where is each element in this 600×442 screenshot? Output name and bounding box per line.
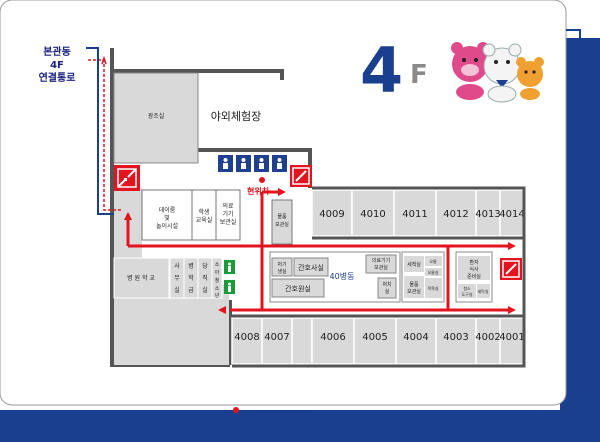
room-cleaning-label-2: 도구실	[461, 291, 472, 297]
room-play-label-3: 놀이시설	[156, 222, 178, 230]
connection-label-line2: 4F	[50, 60, 64, 71]
room-4002: 4002	[475, 332, 500, 343]
room-byeong-2: 학	[188, 274, 194, 282]
room-nurse-label: 간호사실	[298, 263, 324, 272]
brand-name: 어린이병원	[245, 412, 315, 428]
floor-number: 4	[360, 34, 403, 107]
connection-arrow-blue	[86, 47, 114, 215]
room-lab-label-1: 의료기기	[372, 257, 390, 264]
room-sa-2: 무	[174, 275, 180, 282]
room-4007: 4007	[264, 332, 289, 343]
connection-label-line3: 연결통로	[38, 73, 76, 84]
room-med-label-1: 의료	[222, 202, 234, 210]
ward-label: 40병동	[330, 272, 355, 281]
room-dang-1: 당	[202, 262, 208, 270]
room-treatment-label-2: 실	[385, 288, 390, 295]
room-linen-label-2: 보관실	[275, 221, 289, 228]
room-dining-label-1: 환자	[469, 259, 479, 266]
hospital-school	[113, 257, 170, 299]
brand-logo-icon	[228, 407, 244, 430]
room-linen-label-1: 물품	[277, 214, 287, 220]
room-4014: 4014	[499, 209, 524, 220]
room-light	[113, 72, 199, 164]
room-linen	[271, 199, 293, 245]
room-edu-label-2: 교육실	[196, 216, 213, 224]
room-4011: 4011	[402, 209, 427, 220]
room-edu-label-1: 학생	[198, 208, 209, 216]
room-dang-2: 직	[202, 275, 208, 282]
floor-suffix: F	[410, 60, 428, 90]
room-4006: 4006	[320, 332, 345, 343]
room-lab-label-2: 보관실	[374, 264, 388, 271]
room-med-label-3: 보관실	[220, 218, 237, 226]
room-sink-label-1: 처기	[277, 261, 286, 268]
connection-label: 본관동 4F 연결통로	[26, 46, 88, 85]
room-sosam-1: 소	[215, 262, 220, 268]
room-light-label: 광조실	[148, 112, 165, 120]
route-lines	[126, 190, 512, 312]
room-4013: 4013	[475, 209, 500, 220]
room-4008: 4008	[234, 332, 259, 343]
room-sosam-4: 소	[215, 286, 220, 292]
route-arrowheads	[124, 188, 516, 314]
hospital-school-label: 병 원 학 교	[127, 274, 155, 282]
brand-english: Children's Hospital	[254, 425, 339, 433]
room-sosam-3: 청	[215, 278, 220, 284]
connection-label-line1: 본관동	[43, 47, 71, 58]
room-sa-3: 실	[174, 286, 180, 294]
top-rooms	[311, 189, 525, 237]
current-location-label: 현위치	[247, 186, 269, 196]
room-nurse-staff-label: 간호원실	[285, 284, 311, 293]
room-sosam-5: 년	[215, 292, 220, 299]
bottom-rooms	[231, 317, 525, 365]
mascot-illustration	[451, 42, 544, 103]
room-med	[215, 189, 241, 241]
room-dining-label-3: 준비실	[467, 273, 481, 280]
room-supply-label: 세척실	[407, 261, 421, 268]
room-4003: 4003	[443, 332, 468, 343]
restroom-row	[218, 155, 287, 172]
room-4001: 4001	[499, 332, 524, 343]
room-sosam-2: 아	[215, 269, 220, 276]
room-byeong-3: 급	[188, 287, 194, 294]
room-dang-3: 실	[202, 286, 208, 294]
room-med-label-2: 기기	[222, 210, 233, 218]
room-4009: 4009	[319, 209, 344, 220]
room-dining-label-2: 식사	[469, 266, 479, 273]
room-4005: 4005	[362, 332, 387, 343]
room-bath-label: 목욕실	[427, 285, 438, 291]
room-sink-label-2: 생실	[277, 268, 287, 275]
room-4012: 4012	[443, 209, 468, 220]
room-clean-label: 오물	[429, 258, 437, 264]
room-store2-label-1: 물품	[409, 282, 419, 288]
room-4010: 4010	[360, 209, 385, 220]
room-sa-1: 사	[174, 262, 180, 270]
room-dirty-label: 오물실	[427, 269, 438, 275]
connection-route	[88, 59, 122, 211]
room-play-label-1: 데이룸	[159, 206, 176, 214]
room-treatment-label-1: 처치	[382, 281, 391, 288]
room-store2-label-2: 보관실	[407, 288, 421, 295]
room-play-label-2: 및	[164, 215, 170, 222]
room-4004: 4004	[403, 332, 428, 343]
room-byeong-1: 병	[188, 262, 194, 270]
room-cleaning-label-1: 청소	[463, 285, 471, 291]
current-location-dot	[259, 177, 265, 183]
room-sewer-label: 세탁실	[477, 288, 488, 294]
outdoor-label: 야외체험장	[211, 110, 262, 123]
